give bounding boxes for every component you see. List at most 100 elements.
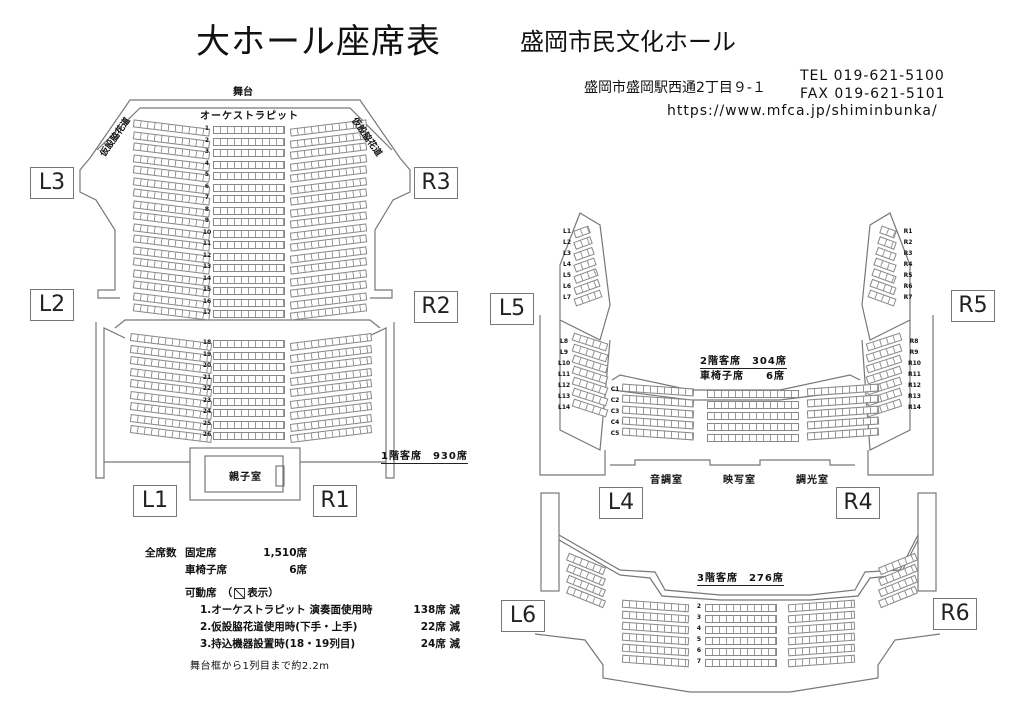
door-L1[interactable]: L1 <box>133 485 177 517</box>
page-title: 大ホール座席表 <box>196 22 441 62</box>
seat-block <box>213 275 285 284</box>
row-number: 12 <box>202 251 212 259</box>
row-label-left-upper: L7 <box>563 294 571 301</box>
movable-item-3-value: 24席 減 <box>420 638 460 650</box>
wheelchair-seat-value: 6席 <box>289 564 307 576</box>
row-label-right-lower: R13 <box>908 393 921 400</box>
row-label-right-upper: R6 <box>903 283 913 290</box>
row-number: 16 <box>202 297 212 305</box>
row-label-left-upper: L5 <box>563 272 571 279</box>
sound-room-label: 音調室 <box>650 475 683 486</box>
row-label-floor3: 4 <box>696 625 702 632</box>
movable-item-1-label: 1.オーケストラピット 演奏面使用時 <box>200 604 373 616</box>
seat-block <box>707 390 799 398</box>
row-label-right-lower: R12 <box>908 382 921 389</box>
seat-block <box>213 420 285 429</box>
seat-block <box>213 432 285 440</box>
website-link[interactable]: https://www.mfca.jp/shiminbunka/ <box>667 103 938 119</box>
seat-block <box>213 409 285 417</box>
row-label-floor3: 7 <box>696 658 702 665</box>
seat-block <box>213 195 285 203</box>
seat-block <box>707 412 799 420</box>
row-number: 15 <box>202 286 212 293</box>
floor2-wheelchair-label: 車椅子席 6席 <box>700 371 785 382</box>
row-number: 8 <box>204 205 210 213</box>
stage-label: 舞台 <box>233 87 253 98</box>
door-R6[interactable]: R6 <box>933 598 977 630</box>
row-number: 21 <box>202 373 212 381</box>
stage-distance-note: 舞台框から1列目まで約2.2m <box>190 661 330 672</box>
row-number: 9 <box>204 217 210 224</box>
row-label-floor3: 2 <box>696 603 702 610</box>
row-number: 20 <box>202 362 212 369</box>
address: 盛岡市盛岡駅西通2丁目９-１ <box>584 80 766 96</box>
row-label-right-lower: R8 <box>909 338 919 345</box>
seat-block <box>213 137 285 146</box>
door-R5[interactable]: R5 <box>951 290 995 322</box>
lighting-room-label: 調光室 <box>796 475 829 486</box>
door-L5[interactable]: L5 <box>490 293 534 325</box>
seat-block <box>213 310 285 318</box>
row-label-right-lower: R9 <box>909 349 919 356</box>
row-label-right-lower: R10 <box>908 360 921 367</box>
door-L2[interactable]: L2 <box>30 289 74 321</box>
seat-block <box>705 626 777 634</box>
projection-room-label: 映写室 <box>723 475 756 486</box>
door-R2[interactable]: R2 <box>414 291 458 323</box>
row-number: 6 <box>204 182 210 190</box>
row-label-right-lower: R11 <box>908 371 921 378</box>
row-number: 2 <box>204 136 210 144</box>
row-label-center: C1 <box>610 386 620 393</box>
row-number: 24 <box>202 408 212 415</box>
seat-block <box>213 386 285 394</box>
seat-block <box>213 229 285 238</box>
row-number: 26 <box>202 431 212 438</box>
row-label-left-lower: L12 <box>558 382 571 389</box>
movable-item-2-value: 22席 減 <box>420 621 460 633</box>
seat-block <box>213 252 285 261</box>
door-L4[interactable]: L4 <box>599 487 643 519</box>
row-label-right-upper: R3 <box>903 250 913 257</box>
row-number: 18 <box>202 339 212 346</box>
seat-block <box>213 160 285 169</box>
row-label-left-lower: L9 <box>560 349 568 356</box>
row-number: 1 <box>204 125 210 132</box>
phone-number: TEL 019-621-5100 <box>800 68 945 84</box>
row-number: 5 <box>204 171 210 178</box>
orchestra-pit-label: オーケストラピット <box>200 111 299 122</box>
floor1-section-label: 1階客席 930席 <box>381 447 468 464</box>
seat-block <box>213 218 285 226</box>
fax-number: FAX 019-621-5101 <box>800 86 946 102</box>
door-R1[interactable]: R1 <box>313 485 357 517</box>
hatched-seat-icon <box>234 588 246 599</box>
movable-item-3-label: 3.持込機器設置時(18・19列目) <box>200 638 356 650</box>
row-label-left-lower: L11 <box>558 371 571 378</box>
seat-block <box>213 363 285 371</box>
row-label-floor3: 3 <box>696 614 702 621</box>
movable-item-1-value: 138席 減 <box>413 604 460 616</box>
seat-block <box>213 172 285 180</box>
row-number: 14 <box>202 274 212 282</box>
seat-summary: 全席数 固定席 1,510席 車椅子席 6席 可動席 （ 表示） 1.オーケスト… <box>145 545 460 653</box>
row-number: 7 <box>204 194 210 201</box>
door-L3[interactable]: L3 <box>30 167 74 199</box>
seat-block <box>213 126 285 134</box>
seat-block <box>705 637 777 645</box>
seat-block <box>213 298 285 307</box>
seat-block <box>213 397 285 406</box>
fixed-seat-label: 固定席 <box>185 547 217 559</box>
parent-child-room-label: 親子室 <box>229 472 262 483</box>
seat-block <box>213 241 285 249</box>
floor2-section-label: 2階客席 304席 <box>700 352 787 369</box>
row-number: 17 <box>202 309 212 316</box>
door-R4[interactable]: R4 <box>836 487 880 519</box>
seat-block <box>213 183 285 192</box>
seat-block <box>707 401 799 409</box>
row-label-left-upper: L4 <box>563 261 571 268</box>
row-label-right-upper: R4 <box>903 261 913 268</box>
door-L6[interactable]: L6 <box>501 600 545 632</box>
seat-block <box>213 206 285 215</box>
venue-name: 盛岡市民文化ホール <box>520 28 736 56</box>
row-label-right-lower: R14 <box>908 404 921 411</box>
door-R3[interactable]: R3 <box>414 167 458 199</box>
